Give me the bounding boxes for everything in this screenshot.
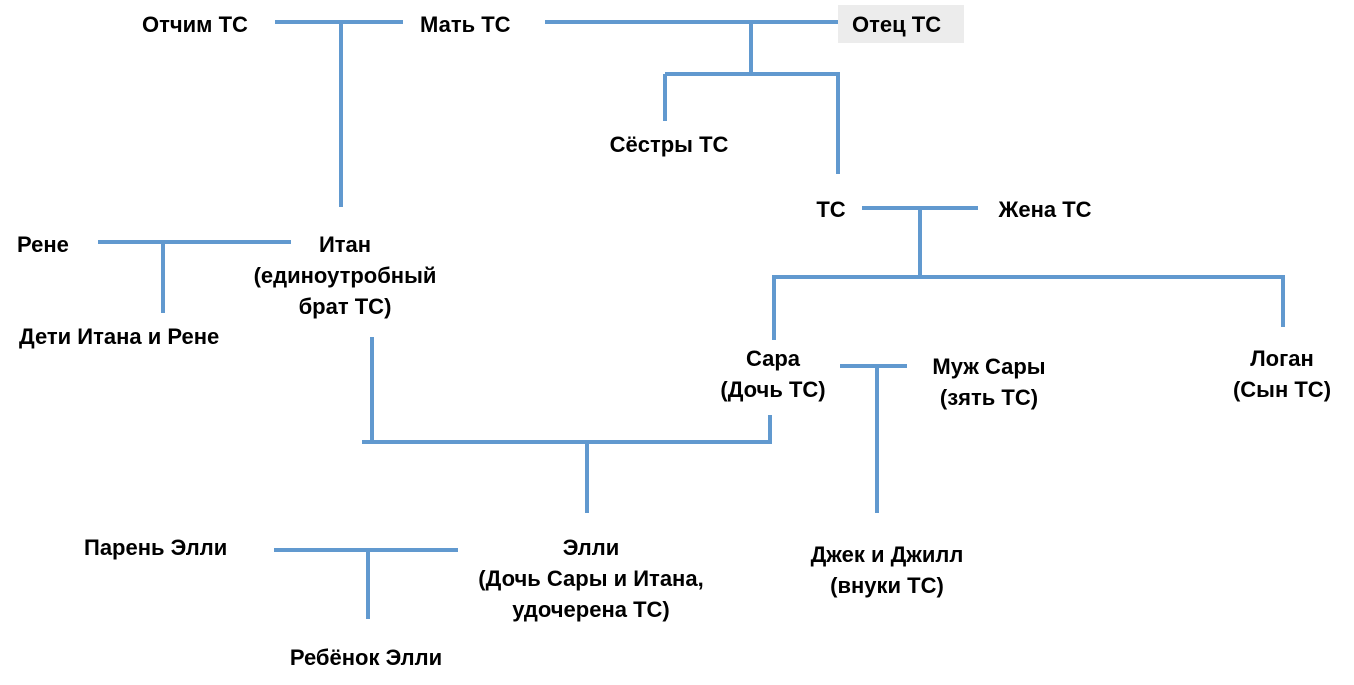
person-sara-name: Сара <box>745 346 801 371</box>
connector-lines <box>98 20 1285 619</box>
person-logan-name: Логан <box>1250 346 1314 371</box>
person-ellie-child: Ребёнок Элли <box>289 645 443 670</box>
person-sara-husband-name: Муж Сары <box>932 354 1046 379</box>
person-jack-jill-note: (внуки ТС) <box>830 573 944 598</box>
person-mother: Мать ТС <box>420 12 511 37</box>
person-ellie: Элли (Дочь Сары и Итана, удочерена ТС) <box>478 532 703 625</box>
person-sara-note: (Дочь ТС) <box>720 377 826 402</box>
person-sara-husband: Муж Сары (зять ТС) <box>932 351 1045 413</box>
person-ellie-boyfriend: Парень Элли <box>84 535 228 560</box>
person-jack-jill-name: Джек и Джилл <box>810 542 964 567</box>
person-ellie-name: Элли <box>562 535 620 560</box>
person-logan-note: (Сын ТС) <box>1232 377 1332 402</box>
person-sisters: Сёстры ТС <box>609 132 729 157</box>
person-father: Отец ТС <box>838 5 964 43</box>
person-wife: Жена ТС <box>998 197 1092 222</box>
person-ethan-rene-children: Дети Итана и Рене <box>19 324 220 349</box>
person-jack-jill: Джек и Джилл (внуки ТС) <box>811 539 964 601</box>
person-rene: Рене <box>17 232 69 257</box>
person-ellie-note-1: (Дочь Сары и Итана, <box>478 566 704 591</box>
person-ethan-note-1: (единоутробный <box>253 263 437 288</box>
person-ethan: Итан (единоутробный брат ТС) <box>254 229 437 322</box>
person-ethan-name: Итан <box>318 232 372 257</box>
person-ethan-note-2: брат ТС) <box>298 294 392 319</box>
person-ellie-note-2: удочерена ТС) <box>512 597 670 622</box>
person-logan: Логан (Сын ТС) <box>1233 343 1331 405</box>
person-sara: Сара (Дочь ТС) <box>720 343 825 405</box>
person-stepfather: Отчим ТС <box>142 12 248 37</box>
person-sara-husband-note: (зять ТС) <box>939 385 1039 410</box>
person-ts: ТС <box>816 197 846 222</box>
